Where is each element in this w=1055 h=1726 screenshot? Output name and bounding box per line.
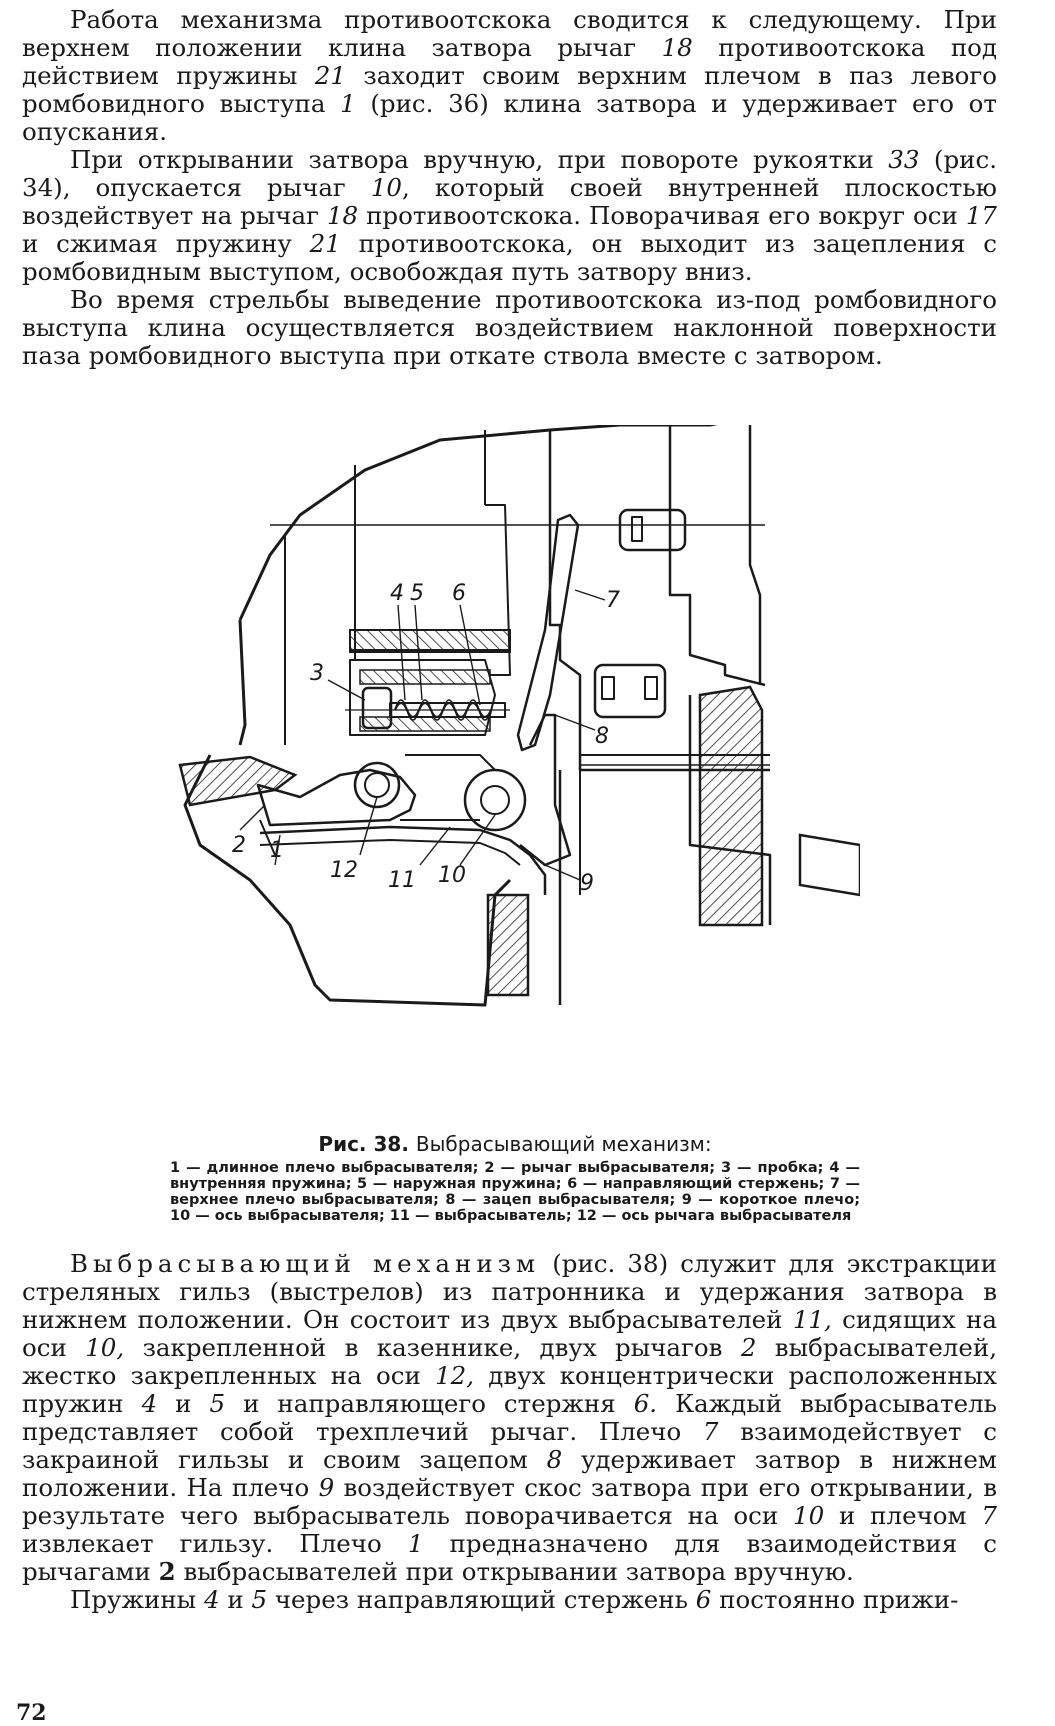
ref-number: 5 [209,1389,226,1418]
figure-caption: Рис. 38. Выбрасывающий механизм: 1 — дли… [170,1132,860,1224]
ref-number: 2 [158,1557,176,1586]
callout-12: 12 [330,858,358,883]
ref-number: 12, [435,1361,475,1390]
ref-number: 4 [141,1389,158,1418]
callout-3: 3 [310,661,324,686]
text-run: извлекает гильзу. Плечо [22,1529,408,1558]
ref-number: 2 [740,1333,757,1362]
callout-8: 8 [595,724,609,749]
text-run: закрепленной в казеннике, двух рычагов [124,1333,741,1362]
ref-number: 18 [326,201,359,230]
text-run: двух концентрически расположенных пружин [22,1361,997,1418]
callout-9: 9 [580,871,594,896]
term: Выбрасывающий механизм [70,1249,541,1278]
ref-number: 1 [407,1529,424,1558]
text-run: предназначено для взаимодействия с рычаг… [22,1529,997,1586]
ref-number: 33 [888,145,920,174]
top-text-block: Работа механизма противоотскока сводится… [22,6,997,370]
text-run: и [157,1389,210,1418]
text-run: (рис. 34), опускается рычаг [22,145,997,202]
ref-number: 18 [661,33,693,62]
ref-number: 21 [309,229,341,258]
ejector-mechanism-drawing: 1 2 3 4 5 6 7 8 9 10 11 12 [178,425,860,1007]
ref-number: 7 [702,1417,719,1446]
text-run: Пружины [70,1585,204,1614]
drawing-outlines [183,425,772,1007]
text-run: противоотскока под действием пружины [22,33,997,90]
text-run: через направляющий стержень [267,1585,696,1614]
paragraph: Работа механизма противоотскока сводится… [22,6,997,146]
text-run: постоянно прижи- [711,1585,959,1614]
ref-number: 6. [633,1389,658,1418]
text-run: противоотскока. Поворачивая его вокруг о… [358,201,966,230]
text-run: взаимодействует с закраиной гильзы и сво… [22,1417,997,1474]
callout-6: 6 [452,581,466,606]
text-run: При открывании затвора вручную, при пово… [70,145,889,174]
text-run: и плечом [824,1501,982,1530]
springs-4-5 [393,699,493,721]
text-run: сидящих на оси [22,1305,997,1362]
text-run: выбрасывателей при открывании затвора вр… [175,1557,854,1586]
ref-number: 10 [793,1501,825,1530]
figure-label: Рис. 38. [318,1132,409,1156]
ref-number: 10, [85,1333,125,1362]
text-run: воздействует скос затвора при его открыв… [22,1473,997,1530]
ref-number: 10 [370,173,402,202]
paragraph: При открывании затвора вручную, при пово… [22,146,997,286]
text-run: заходит своим верхним плечом в паз левог… [22,61,997,118]
callout-numbers: 1 2 3 4 5 6 7 8 9 10 11 12 [232,581,620,896]
text-run: , который своей внутренней плоскостью во… [22,173,998,230]
text-run: (рис. 38) служит для экстракции стреляны… [22,1249,998,1334]
ref-number: 4 [203,1585,220,1614]
text-run: и направляющего стержня [225,1389,634,1418]
callout-11: 11 [388,868,416,893]
ref-number: 5 [251,1585,268,1614]
paragraph: Пружины 4 и 5 через направляющий стержен… [22,1586,997,1614]
ref-number: 6 [695,1585,712,1614]
figure-legend: 1 — длинное плечо выбрасывателя; 2 — рыч… [170,1160,860,1224]
text-run: выбрасывателей, жестко закрепленных на о… [22,1333,997,1390]
callout-2: 2 [232,833,246,858]
text-run: удерживает затвор в нижнем положении. На… [22,1445,997,1502]
text-run: Работа механизма противоотскока сводится… [22,5,997,62]
figure-title-text: Выбрасывающий механизм: [415,1132,712,1156]
callout-1: 1 [270,838,284,863]
text-run: противоотскока, он выходит из зацепления… [22,229,997,286]
ref-number: 1 [340,89,356,118]
paragraph: Во время стрельбы выведение противоотско… [22,285,997,370]
ref-number: 8 [546,1445,563,1474]
paragraph: Выбрасывающий механизм (рис. 38) служит … [22,1250,997,1586]
ref-number: 7 [981,1501,997,1530]
callout-7: 7 [606,588,620,613]
callout-10: 10 [438,863,466,888]
text-run: (рис. 36) клина затвора и удерживает его… [22,89,997,146]
text-run: и [219,1585,252,1614]
bottom-text-block: Выбрасывающий механизм (рис. 38) служит … [22,1250,997,1614]
callout-5: 5 [410,581,424,606]
ref-number: 21 [314,61,346,90]
ref-number: 17 [965,201,997,230]
ref-number: 9 [318,1473,335,1502]
callout-4: 4 [390,581,404,606]
text-run: Каждый выбрасыватель представляет собой … [22,1389,997,1446]
ref-number: 11, [792,1305,832,1334]
text-run: и сжимая пружину [22,229,310,258]
figure-title: Рис. 38. Выбрасывающий механизм: [170,1132,860,1156]
leader-lines [239,589,606,881]
page-number: 72 [16,1700,47,1726]
hatched-sections [178,629,860,997]
